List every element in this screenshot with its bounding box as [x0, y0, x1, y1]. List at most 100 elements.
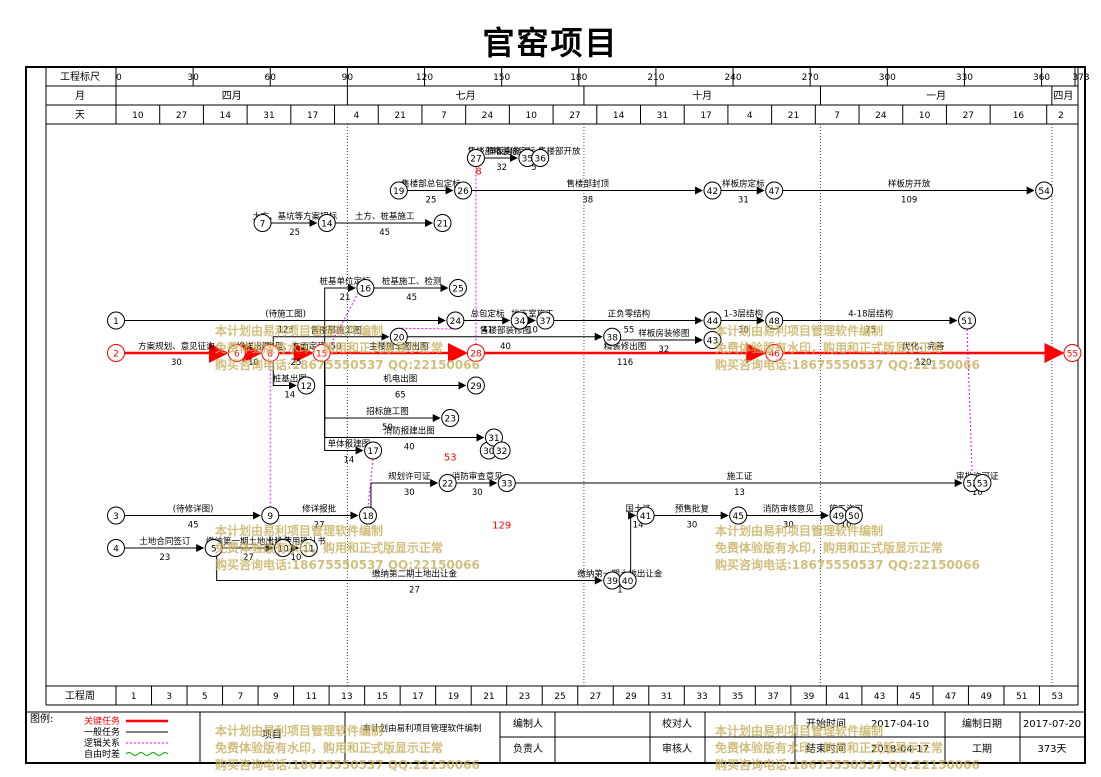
scale-tick-label: 0 — [116, 73, 122, 83]
event-node-number: 51 — [961, 317, 972, 327]
week-number: 15 — [377, 692, 388, 702]
scale-tick-label: 360 — [1033, 73, 1050, 83]
watermark-line: 本计划由易利项目管理软件编制 — [215, 723, 383, 738]
week-number: 21 — [483, 692, 494, 702]
event-node — [466, 344, 485, 362]
outer-frame — [25, 66, 1086, 764]
task-duration: 10 — [527, 326, 538, 336]
event-node — [603, 327, 622, 346]
event-node-number: 29 — [470, 382, 482, 392]
event-node-number: 16 — [360, 285, 372, 295]
scale-tick-label: 210 — [647, 73, 664, 83]
event-node-number: 17 — [367, 447, 378, 457]
auditor-label: 审核人 — [662, 742, 692, 755]
month-name: 四月 — [1053, 90, 1073, 102]
scale-tick-label: 330 — [956, 73, 973, 83]
event-node — [297, 376, 316, 395]
scale-tick-label: 90 — [342, 73, 354, 83]
event-node-number: 41 — [640, 512, 651, 522]
task-duration: 10 — [291, 553, 302, 563]
task-duration: 23 — [159, 553, 170, 563]
event-node-number: 28 — [470, 350, 482, 360]
task-duration: 30 — [687, 521, 698, 531]
task-duration: 50 — [382, 423, 393, 433]
task-label: 修详出图 — [237, 341, 271, 352]
event-node-number: 30 — [483, 447, 495, 457]
event-node — [358, 506, 377, 525]
week-label: 工程周 — [65, 690, 95, 702]
event-node — [531, 149, 550, 167]
event-node-number: 21 — [437, 220, 448, 230]
scale-tick-label: 240 — [724, 73, 741, 83]
watermark-line: 购买咨询电话:18675550537 QQ:22150066 — [215, 357, 480, 372]
event-node — [317, 214, 336, 232]
week-number: 1 — [131, 692, 137, 702]
event-node-number: 2 — [113, 350, 119, 360]
task-label: 售楼部精装修定标 — [468, 146, 537, 157]
task-duration: 1 — [617, 586, 622, 596]
watermark-line: 本计划由易利项目管理软件编制 — [715, 323, 883, 338]
event-node — [261, 506, 280, 525]
task-label: 户型、立面定稿 — [266, 341, 326, 352]
event-node-number: 43 — [707, 337, 718, 347]
scale-tick-label: 180 — [570, 73, 587, 83]
task-label: 售楼部施工图 — [311, 325, 362, 336]
event-node — [253, 214, 272, 232]
event-node-number: 19 — [393, 187, 405, 197]
scale-tick-label: 60 — [265, 73, 277, 83]
event-node-number: 46 — [768, 350, 780, 360]
event-node-number: 33 — [501, 480, 512, 490]
task-label: 售楼部装修图 — [480, 325, 531, 336]
date-label: 编制日期 — [962, 717, 1002, 730]
legend-swatch — [125, 752, 169, 756]
event-node-number: 20 — [393, 333, 405, 343]
task-duration: 45 — [379, 228, 390, 238]
task-label: 售楼部总包定标 — [401, 179, 461, 190]
event-node — [356, 279, 375, 297]
task-duration: 120 — [915, 358, 931, 368]
task-label: (待修详图) — [173, 504, 214, 515]
task-label: 预售批复 — [675, 504, 710, 515]
event-node-number: 3 — [113, 512, 119, 522]
week-number: 5 — [202, 692, 208, 702]
event-node — [204, 539, 223, 557]
task-duration: 65 — [395, 391, 406, 401]
week-number: 31 — [661, 692, 672, 702]
task-duration: 30 — [404, 488, 415, 498]
week-number: 3 — [166, 692, 172, 702]
event-node — [466, 149, 485, 167]
watermark-line: 免费体验版有水印，购用和正式版显示正常 — [215, 540, 443, 555]
day-value: 17 — [700, 111, 711, 121]
week-number: 17 — [412, 692, 423, 702]
task-label: 施工许可 — [829, 504, 864, 515]
event-node — [729, 506, 748, 525]
event-node-number: 8 — [267, 350, 273, 360]
day-value: 14 — [220, 111, 232, 121]
event-node-number: 5 — [211, 545, 217, 555]
week-number: 13 — [341, 692, 352, 702]
watermark-line: 免费体验版有水印，购用和正式版显示正常 — [715, 340, 943, 355]
task-label: 国土证 — [625, 504, 651, 515]
day-value: 2 — [1058, 111, 1064, 121]
task-label: 单体报建图 — [328, 439, 371, 450]
event-node-number: 55 — [1067, 350, 1078, 360]
day-value: 31 — [263, 111, 274, 121]
task-label: 1-3层结构 — [724, 309, 763, 320]
task-duration: 30 — [783, 521, 794, 531]
start-value: 2017-04-10 — [871, 719, 929, 730]
task-label: 样板房装修图 — [638, 328, 689, 339]
task-duration: 25 — [426, 196, 437, 206]
task-duration: 116 — [617, 358, 633, 368]
task-label: 施工证 — [727, 471, 753, 482]
task-duration: 40 — [404, 443, 415, 453]
event-node — [312, 344, 331, 362]
watermark-line: 本计划由易利项目管理软件编制 — [715, 723, 883, 738]
task-duration: 27 — [243, 553, 254, 563]
event-node — [1035, 181, 1054, 200]
event-node-number: 39 — [606, 577, 618, 587]
event-node — [438, 474, 457, 492]
task-label: 土方、基坑等方案招标 — [252, 211, 338, 222]
